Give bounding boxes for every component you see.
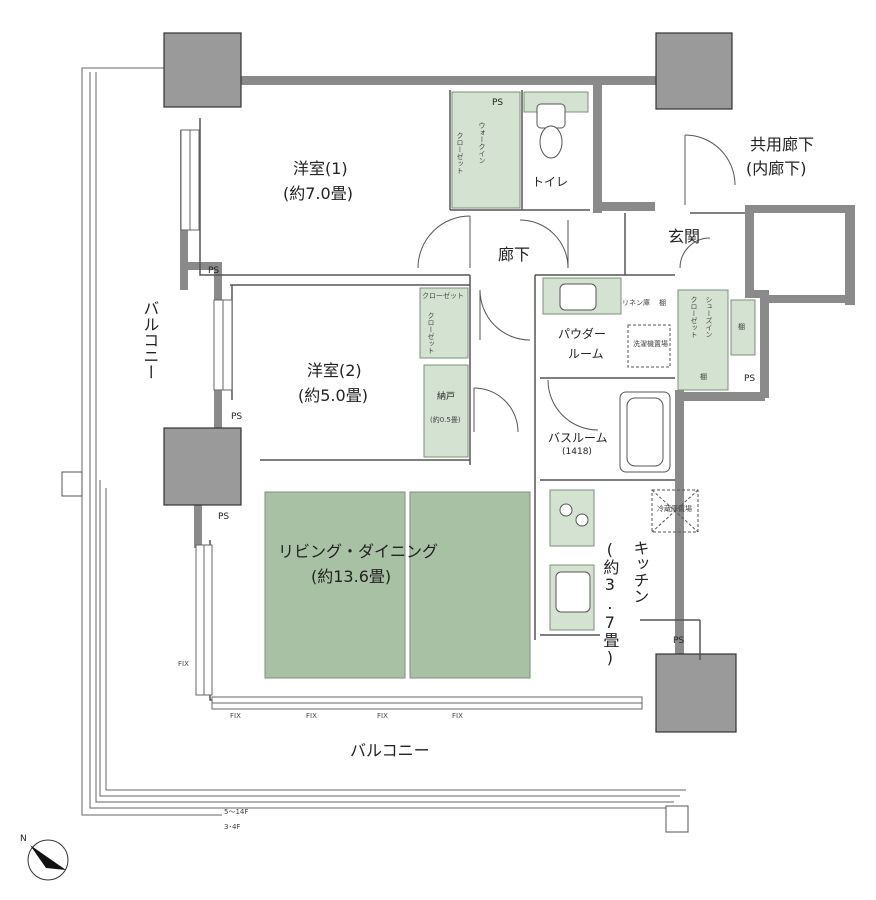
balcony-label-side: バルコニー: [140, 300, 160, 380]
room-bath: バスルーム: [548, 431, 608, 445]
flooring: [264, 91, 756, 679]
compass-icon: [27, 839, 69, 881]
shelf-label-3: 棚: [700, 373, 707, 381]
common-corridor-sub: (内廊下): [746, 159, 807, 178]
windows: [180, 129, 643, 710]
room-powder2: ルーム: [568, 347, 604, 361]
balcony-label-bottom: バルコニー: [350, 741, 430, 760]
room-storage: 納戸: [437, 392, 456, 402]
ps-label: PS: [218, 512, 230, 522]
washer-label: 洗濯機置場: [633, 340, 668, 348]
room-kitchen-name: キッチン: [630, 540, 650, 604]
ps-label: PS: [673, 636, 685, 646]
room-living-name: リビング・ダイニング: [278, 542, 439, 561]
floor-label-lower: 3･4F: [224, 823, 241, 831]
compass-label: N: [20, 834, 27, 844]
shoes-in-label: シューズイン: [705, 296, 714, 338]
ps-label: PS: [208, 266, 220, 276]
room-western1-size: (約7.0畳): [283, 184, 353, 203]
fix-label: FIX: [306, 712, 317, 720]
kitchen-sink: [555, 571, 591, 613]
room-bath-size: (1418): [562, 447, 592, 457]
balcony-notch-bottom: [665, 805, 689, 833]
fix-label: FIX: [377, 712, 388, 720]
toilet-bowl: [539, 125, 563, 159]
stove-burner: [559, 503, 573, 517]
room-powder: パウダー: [558, 327, 607, 341]
common-corridor: 共用廊下: [750, 135, 815, 154]
fridge-label: 冷蔵庫置場: [657, 505, 692, 513]
room-kitchen-size: (約3.7畳): [600, 540, 620, 667]
room-western2-name: 洋室(2): [307, 361, 362, 380]
room-living-size: (約13.6畳): [311, 567, 392, 586]
balcony-notch-left: [61, 471, 83, 497]
walkin-label: ウォークイン: [478, 122, 487, 164]
doors: [417, 134, 736, 433]
stove-burner: [575, 513, 589, 527]
fix-label: FIX: [178, 660, 189, 668]
shelf-label-2: 棚: [738, 323, 745, 331]
room-storage-size: (約0.5畳): [430, 416, 461, 424]
balcony-boundary: [81, 67, 686, 816]
fridge-space: [651, 489, 699, 533]
room-entrance: 玄関: [668, 227, 701, 246]
fixtures: [536, 103, 699, 613]
washer-space: [627, 324, 671, 368]
toilet-fixture: [536, 103, 566, 129]
floor-label-upper: 5〜14F: [224, 808, 249, 816]
room-western1-name: 洋室(1): [293, 159, 348, 178]
ps-label: PS: [231, 412, 243, 422]
ps-label: PS: [492, 98, 504, 108]
ps-label: PS: [744, 374, 756, 384]
closet-label-1: クローゼット: [456, 132, 465, 174]
shelf-label-1: 棚: [659, 299, 666, 307]
structural-columns: [163, 32, 737, 733]
vanity-sink: [559, 283, 597, 311]
room-western2-size: (約5.0畳): [298, 386, 368, 405]
closet-label-3: クローゼット: [427, 312, 436, 354]
fix-label: FIX: [230, 712, 241, 720]
linen-label: リネン庫: [622, 299, 650, 307]
room-hallway: 廊下: [498, 245, 531, 264]
closet-label-2: クローゼット: [422, 292, 464, 300]
shoes-closet-label: クローゼット: [690, 296, 699, 338]
fix-label: FIX: [452, 712, 463, 720]
room-toilet: トイレ: [532, 175, 569, 189]
